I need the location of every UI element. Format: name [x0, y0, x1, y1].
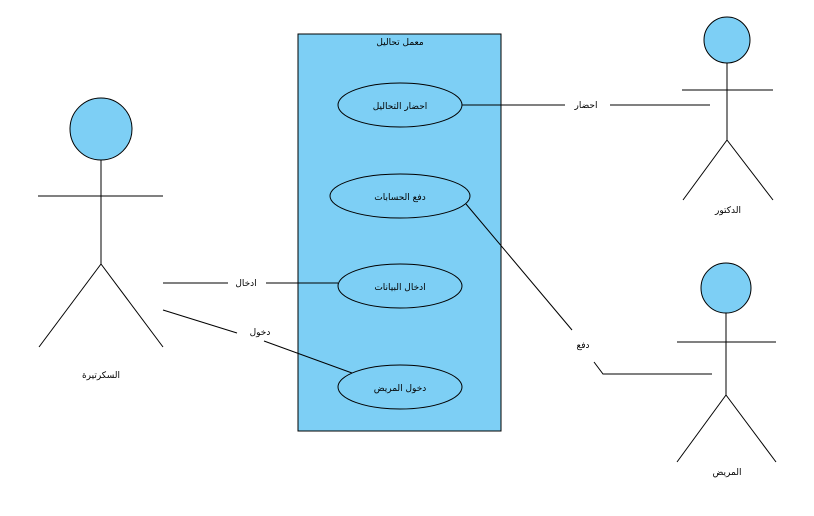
use-case-enter-data-label: ادخال البيانات: [374, 283, 425, 293]
actor-doctor[interactable]: [682, 16, 774, 201]
association-doctor-bring-label: احضار: [574, 101, 598, 111]
use-case-patient-entry-label: دخول المريض: [374, 384, 427, 394]
use-case-pay-accounts-label: دفع الحسابات: [374, 193, 426, 203]
system-title: معمل تحاليل: [376, 38, 424, 48]
actor-secretary[interactable]: [38, 97, 164, 348]
actor-patient[interactable]: [676, 262, 777, 463]
actor-doctor-label: الدكتور: [714, 206, 741, 216]
actor-patient-head: [700, 262, 752, 314]
actor-secretary-label: السكرتيرة: [82, 371, 120, 381]
association-secretary-enter-label: ادخال: [235, 279, 256, 289]
use-case-bring-results-label: احضار التحاليل: [373, 102, 428, 112]
association-patient-pay-label: دفع: [576, 341, 589, 351]
actor-patient-label: المريض: [713, 468, 742, 478]
use-case-pay-accounts[interactable]: دفع الحسابات: [329, 173, 471, 219]
use-case-enter-data[interactable]: ادخال البيانات: [337, 263, 463, 309]
actor-secretary-head: [69, 97, 133, 161]
use-case-bring-results[interactable]: احضار التحاليل: [337, 82, 463, 128]
association-secretary-patient-entry-label: دخول: [250, 328, 271, 338]
use-case-patient-entry[interactable]: دخول المريض: [337, 364, 463, 410]
association-patient-pay: [465, 203, 712, 375]
association-secretary-patient-entry: [162, 309, 353, 374]
actor-doctor-head: [703, 16, 751, 64]
